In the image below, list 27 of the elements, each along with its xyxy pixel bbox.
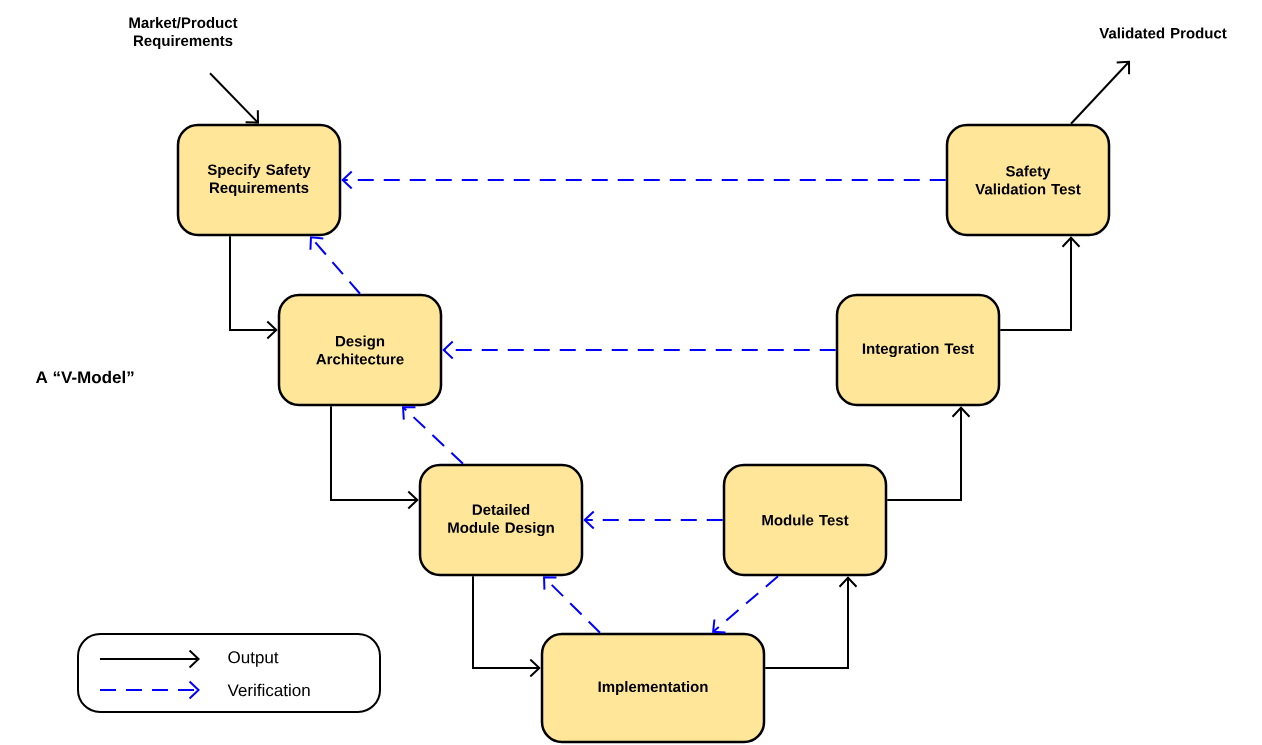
arrow	[764, 576, 858, 669]
arrow	[999, 236, 1081, 331]
arrow	[472, 575, 541, 678]
process-box: Design Architecture	[277, 293, 443, 407]
output-label: Validated Product	[1099, 27, 1227, 39]
arrow	[712, 575, 779, 634]
process-box: Implementation	[540, 632, 766, 744]
arrow	[442, 340, 837, 360]
arrow	[583, 510, 724, 530]
legend-label: Output	[228, 651, 279, 667]
arrow	[229, 235, 278, 340]
process-box: Integration Test	[835, 293, 1001, 407]
process-box: Specify Safety Requirements	[176, 123, 342, 237]
arrow	[886, 406, 971, 501]
arrow	[330, 405, 419, 510]
arrow	[1070, 60, 1131, 125]
arrow	[543, 576, 601, 634]
process-box: Safety Validation Test	[945, 123, 1111, 237]
arrow	[402, 406, 464, 465]
process-box: Detailed Module Design	[418, 463, 584, 577]
arrow	[341, 170, 947, 190]
input-label: Market/Product Requirements	[129, 17, 238, 49]
process-box: Module Test	[722, 463, 888, 577]
arrow	[309, 236, 361, 295]
legend-label: Verification	[227, 683, 310, 697]
arrow	[209, 72, 259, 124]
side-label: A “V-Model”	[35, 370, 134, 384]
